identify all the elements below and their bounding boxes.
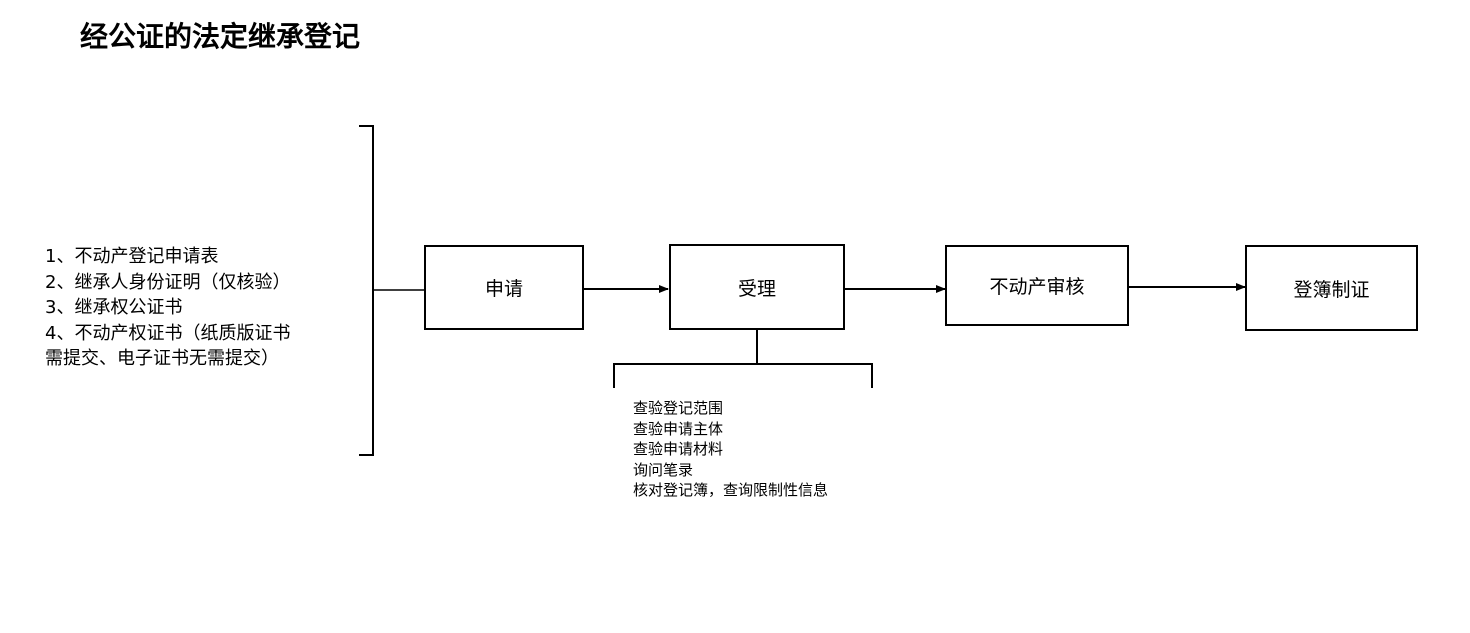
required-materials-list: 1、不动产登记申请表 2、继承人身份证明（仅核验） 3、继承权公证书 4、不动产… [45, 244, 345, 372]
step-accept-label: 受理 [737, 277, 776, 300]
check-item: 询问笔录 [633, 460, 694, 479]
material-item: 需提交、电子证书无需提交） [45, 348, 279, 369]
step-review-box: 不动产审核 [945, 245, 1129, 326]
step-review-label: 不动产审核 [989, 276, 1085, 298]
step-accept-box: 受理 [669, 244, 845, 330]
material-item: 4、不动产权证书（纸质版证书 [45, 322, 291, 344]
step-apply-box: 申请 [424, 245, 584, 330]
material-item: 1、不动产登记申请表 [45, 246, 219, 267]
page-title: 经公证的法定继承登记 [80, 20, 361, 53]
acceptance-checks-list: 查验登记范围 查验申请主体 查验申请材料 询问笔录 核对登记簿，查询限制性信息 [633, 398, 828, 501]
check-item: 查验申请主体 [633, 419, 724, 438]
material-item: 2、继承人身份证明（仅核验） [45, 271, 291, 293]
step-register-label: 登簿制证 [1293, 278, 1370, 301]
materials-bracket [359, 125, 374, 456]
check-item: 查验申请材料 [633, 440, 724, 458]
check-item: 查验登记范围 [633, 399, 724, 417]
step-apply-label: 申请 [484, 278, 523, 300]
material-item: 3、继承权公证书 [45, 297, 183, 318]
step-register-box: 登簿制证 [1245, 245, 1418, 331]
check-item: 核对登记簿，查询限制性信息 [633, 481, 829, 499]
accept-checks-bracket [613, 363, 873, 388]
